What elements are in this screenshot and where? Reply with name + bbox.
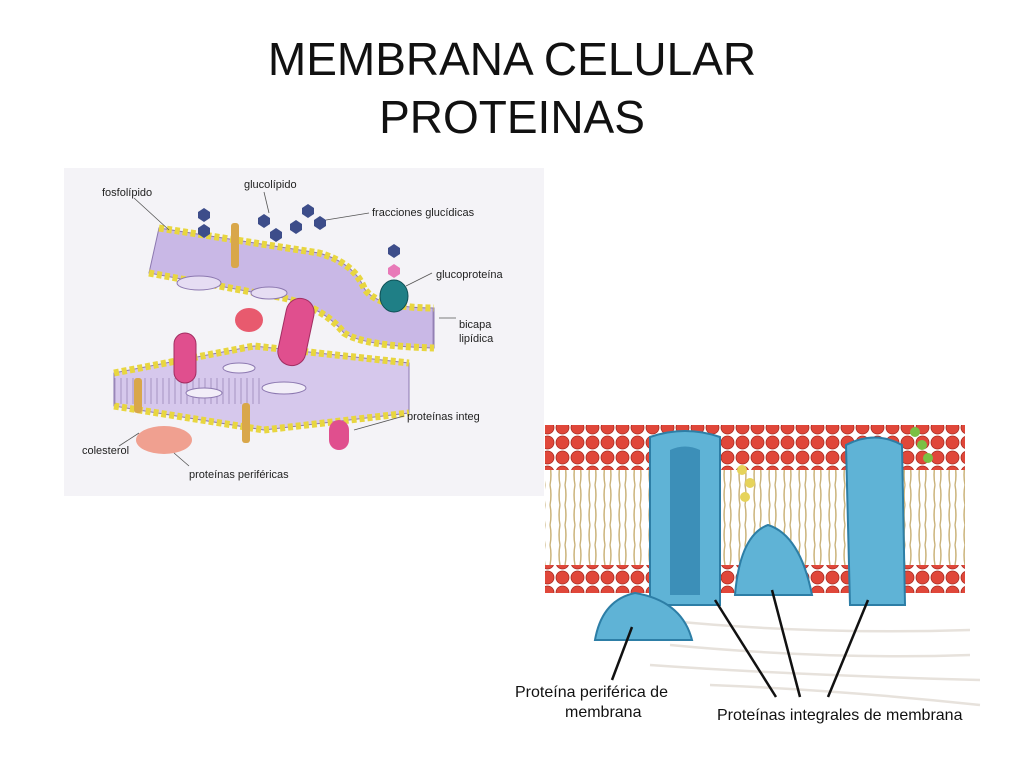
label-fracciones-glucidicas: fracciones glucídicas — [372, 207, 475, 219]
label-lipidica: lipídica — [459, 333, 494, 345]
cholesterol-molecules — [134, 223, 250, 443]
integral-protein-dome — [733, 523, 814, 596]
slide-title: MEMBRANA CELULAR PROTEINAS — [0, 30, 1024, 146]
title-line-2: PROTEINAS — [379, 91, 645, 143]
label-proteinas-integrales: proteínas integ — [407, 411, 480, 423]
integral-protein-channel — [649, 430, 721, 606]
label-leader-lines — [118, 191, 456, 467]
label-proteina-periferica-1: Proteína periférica de — [515, 684, 668, 701]
membrane-3d-illustration: fosfolípido glucolípido fracciones glucí… — [64, 168, 544, 496]
glycoprotein-shape — [379, 279, 409, 313]
label-glucoproteina: glucoproteína — [436, 269, 504, 281]
label-colesterol: colesterol — [82, 445, 129, 457]
peripheral-protein — [593, 591, 694, 641]
label-bicapa: bicapa — [459, 319, 492, 331]
cytoskeleton-filaments — [649, 618, 981, 707]
label-glucolipido: glucolípido — [244, 179, 297, 191]
sugar-chains — [198, 204, 400, 278]
label-fosfolipido: fosfolípido — [102, 187, 152, 199]
label-proteinas-integrales: Proteínas integrales de membrana — [717, 707, 963, 724]
label-proteina-periferica-2: membrana — [565, 704, 642, 721]
title-line-1: MEMBRANA CELULAR — [267, 33, 757, 85]
label-leader-lines — [610, 589, 870, 698]
membrane-cross-section-illustration: Proteína periférica de membrana Proteína… — [515, 425, 981, 724]
membrane-diagram-3d: fosfolípido glucolípido fracciones glucí… — [64, 168, 544, 496]
label-proteinas-perifericas: proteínas periféricas — [189, 469, 289, 481]
membrane-diagram-cross-section: Proteína periférica de membrana Proteína… — [510, 405, 1024, 755]
glycolipid-sugars — [737, 427, 933, 502]
membrane-proteins — [136, 297, 349, 454]
integral-protein-right — [844, 436, 907, 606]
